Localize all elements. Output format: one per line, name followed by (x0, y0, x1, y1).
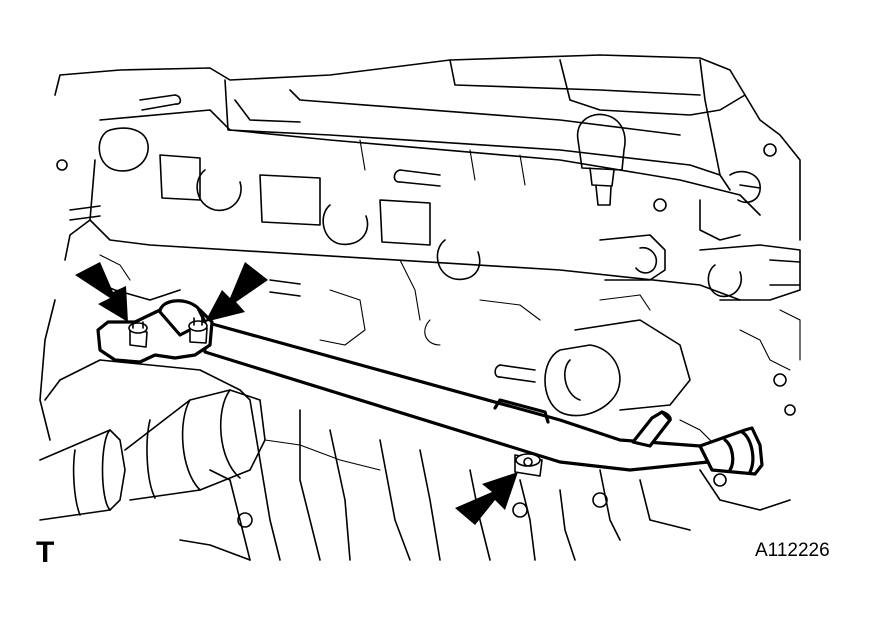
arrow-icon (205, 262, 268, 322)
arrow-icon (455, 472, 518, 525)
bolt-arrow-bottom (455, 472, 518, 525)
pipe-bolt-left (128, 321, 148, 348)
water-bypass-pipe (96, 299, 764, 476)
arrow-icon (75, 262, 128, 322)
figure-id: A112226 (755, 540, 830, 561)
bolt-arrow-left (75, 262, 128, 322)
pipe-bolt-center (188, 317, 208, 344)
bolt-arrow-center (205, 262, 268, 322)
pipe-bolt-bottom (514, 453, 543, 477)
engine-block-linework (39, 54, 801, 561)
view-letter: T (36, 536, 55, 569)
